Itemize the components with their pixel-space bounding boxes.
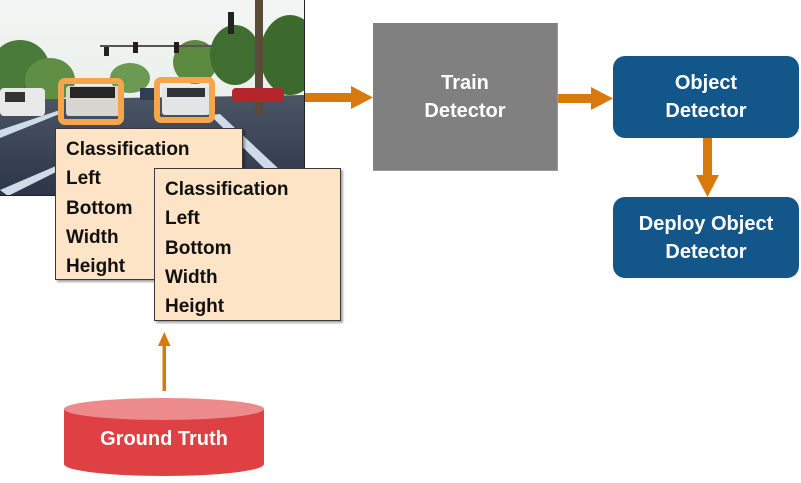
field-bottom: Bottom <box>66 197 133 219</box>
traffic-light <box>174 42 179 53</box>
ground-truth-database: Ground Truth <box>63 396 265 478</box>
cylinder-top <box>64 398 264 420</box>
database-cylinder-icon <box>64 398 264 476</box>
object-detector-line1: Object <box>674 72 738 94</box>
field-height: Height <box>165 296 225 318</box>
field-left: Left <box>66 168 101 190</box>
deploy-line1: Deploy Object <box>638 212 774 235</box>
car <box>232 88 284 102</box>
bounding-box <box>58 78 124 125</box>
arrow-photo-to-train <box>305 86 373 109</box>
utility-pole <box>255 0 263 115</box>
annotation-label-box: Classification Left Bottom Width Height <box>154 168 341 321</box>
arrow-object-to-deploy <box>696 138 719 197</box>
arrow-train-to-object-detector <box>558 87 613 110</box>
train-detector-line1: Train <box>441 71 489 94</box>
arrow-ground-truth-to-labels <box>158 332 171 391</box>
ground-truth-label: Ground Truth <box>100 428 228 450</box>
car-window <box>70 87 115 98</box>
field-left: Left <box>165 208 200 230</box>
bounding-box <box>154 77 215 123</box>
field-width: Width <box>165 266 218 288</box>
car-window <box>5 92 25 102</box>
traffic-light <box>104 47 109 56</box>
field-width: Width <box>66 226 119 248</box>
field-classification: Classification <box>165 179 289 200</box>
trees <box>0 15 304 102</box>
cylinder-body <box>64 409 264 476</box>
field-classification: Classification <box>66 139 190 160</box>
car-window <box>167 88 205 97</box>
train-detector-node: Train Detector <box>373 23 558 171</box>
object-detector-line2: Detector <box>665 100 747 122</box>
train-detector-line2: Detector <box>424 99 506 122</box>
deploy-object-detector-node: Deploy Object Detector <box>613 197 799 278</box>
traffic-light <box>133 42 138 53</box>
object-detector-node: Object Detector <box>613 56 799 138</box>
deploy-line2: Detector <box>665 240 747 263</box>
field-height: Height <box>66 256 126 278</box>
signal-arm <box>100 45 215 47</box>
car <box>140 88 154 100</box>
field-bottom: Bottom <box>165 237 232 259</box>
traffic-light <box>228 12 234 34</box>
lane-line <box>0 110 62 138</box>
